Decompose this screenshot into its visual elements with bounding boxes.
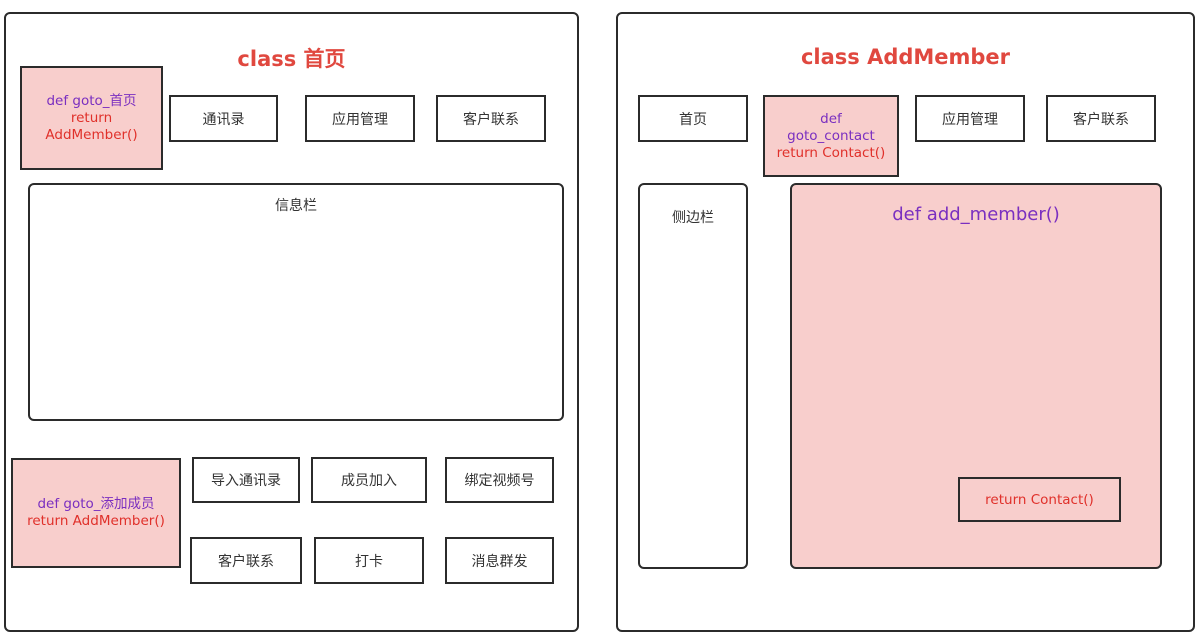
goto-home-return-text: return [70, 109, 113, 126]
nav-home-box[interactable]: 首页 [638, 95, 748, 142]
goto-home-method-box: def goto_首页 return AddMember() [20, 66, 163, 170]
sidebar-label: 侧边栏 [672, 210, 714, 226]
customer-contact-action-box[interactable]: 客户联系 [190, 537, 302, 584]
nav-customer-contact-box[interactable]: 客户联系 [436, 95, 546, 142]
nav-app-management-box[interactable]: 应用管理 [305, 95, 415, 142]
info-bar-panel: 信息栏 [28, 183, 564, 421]
import-contacts-box[interactable]: 导入通讯录 [192, 457, 300, 503]
homepage-class-title: class 首页 [237, 47, 346, 71]
add-member-class-title: class AddMember [800, 45, 1011, 69]
add-member-method-label: def add_member() [892, 204, 1060, 225]
goto-add-return-text: return AddMember() [27, 513, 165, 529]
return-contact-box: return Contact() [958, 477, 1121, 522]
goto-contact-return-text: return Contact() [776, 144, 886, 161]
bind-video-account-box[interactable]: 绑定视频号 [445, 457, 554, 503]
nav-contacts-box[interactable]: 通讯录 [169, 95, 278, 142]
goto-add-def-text: def goto_添加成员 [37, 496, 155, 512]
clock-in-box[interactable]: 打卡 [314, 537, 424, 584]
broadcast-message-box[interactable]: 消息群发 [445, 537, 554, 584]
right-nav-customer-contact-box[interactable]: 客户联系 [1046, 95, 1156, 142]
goto-contact-name-text: goto_contact [787, 127, 875, 144]
info-bar-label: 信息栏 [275, 198, 317, 214]
member-join-box[interactable]: 成员加入 [311, 457, 427, 503]
right-nav-app-management-box[interactable]: 应用管理 [915, 95, 1025, 142]
sidebar-panel: 侧边栏 [638, 183, 748, 569]
goto-add-member-method-box: def goto_添加成员 return AddMember() [11, 458, 181, 568]
goto-contact-def-text: def [820, 110, 842, 127]
goto-contact-method-box: def goto_contact return Contact() [763, 95, 899, 177]
goto-home-def-text: def goto_首页 [46, 92, 137, 109]
goto-home-return-value: AddMember() [45, 126, 138, 143]
